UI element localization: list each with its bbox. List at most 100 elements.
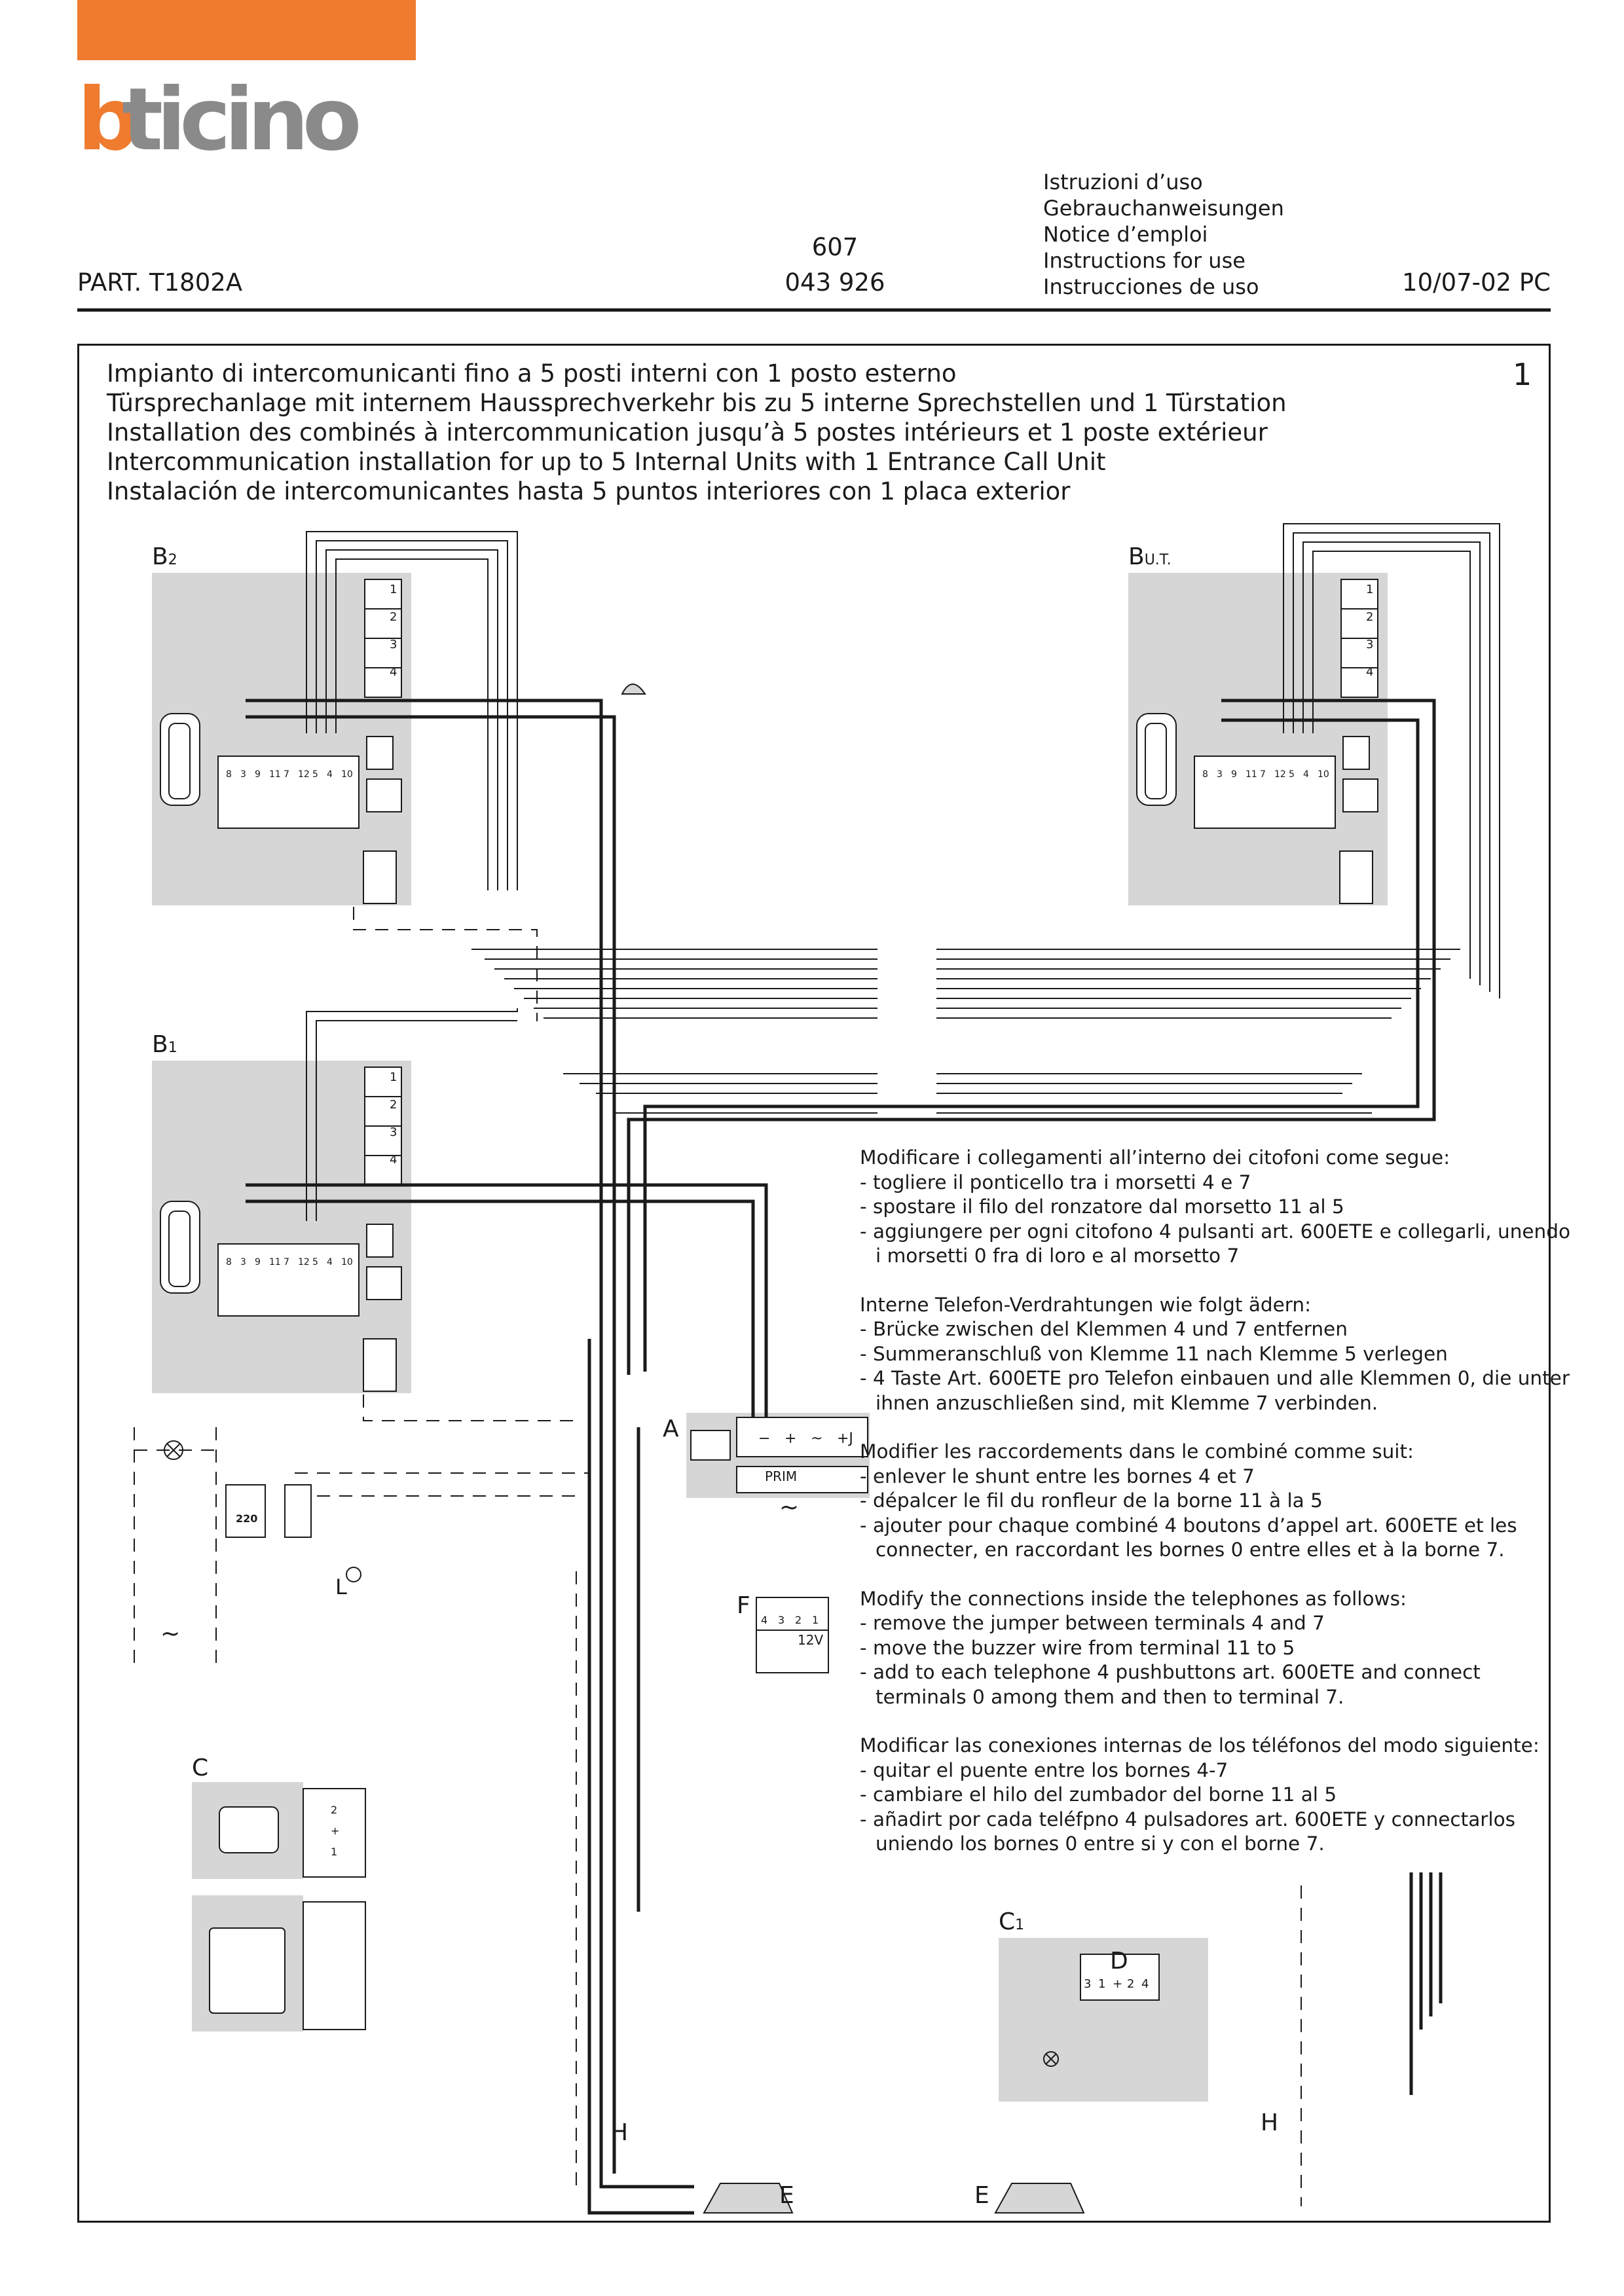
d-terminal: + <box>1113 1977 1123 1991</box>
button-terminal: 4 <box>390 665 397 679</box>
riser-wires <box>246 699 1443 2215</box>
power-terminal: + <box>784 1430 797 1447</box>
handset-terminal: 8 <box>226 769 232 780</box>
modification-notes: Modificare i collegamenti all’interno de… <box>860 1146 1570 1857</box>
handset-terminal: 10 <box>341 769 353 780</box>
handset-terminal: 12 <box>298 769 310 780</box>
handset-terminal: 9 <box>1231 769 1237 780</box>
l-label: L <box>335 1575 347 1599</box>
two-twenty-label: 220 <box>236 1512 258 1525</box>
h-label-2: H <box>1261 2109 1279 2136</box>
d-terminal: 4 <box>1141 1977 1149 1991</box>
handset-terminal: 10 <box>1318 769 1329 780</box>
button-terminal: 3 <box>1366 638 1374 651</box>
d-terminal: 1 <box>1098 1977 1106 1991</box>
handset-terminal: 11 <box>269 769 281 780</box>
e-label-2: E <box>974 2182 989 2209</box>
bticino-logo: b ticino <box>77 84 365 156</box>
language-de: Gebrauchanweisungen <box>1043 196 1284 221</box>
lamp-symbols <box>164 1440 1059 2067</box>
b1-label: B1 <box>152 1031 177 1058</box>
handset-terminal: 12 <box>298 1257 310 1267</box>
power-terminal: − <box>758 1430 771 1447</box>
handset-terminal: 5 <box>1289 769 1295 780</box>
button-terminal: 4 <box>390 1153 397 1167</box>
button-terminal: 1 <box>390 1070 397 1084</box>
handset-terminal: 7 <box>284 769 289 780</box>
l-relay-unit <box>225 1484 312 1538</box>
note-it: Modificare i collegamenti all’interno de… <box>860 1146 1571 1267</box>
but-label: BU.T. <box>1128 543 1172 570</box>
handset-terminal: 3 <box>1217 769 1223 780</box>
e-label-1: E <box>779 2182 794 2209</box>
button-terminal: 2 <box>1366 610 1374 624</box>
brand-color-bar <box>77 0 416 60</box>
button-terminal: 1 <box>1366 583 1374 596</box>
b1-internals <box>160 1066 402 1392</box>
svg-text:ticino: ticino <box>122 84 359 156</box>
title-fr: Installation des combinés à intercommuni… <box>107 418 1268 446</box>
f-terminal: 1 <box>812 1614 819 1626</box>
handset-terminal: 11 <box>269 1257 281 1267</box>
f-terminal: 2 <box>795 1614 802 1626</box>
figure-frame <box>77 344 1551 2223</box>
button-terminal: 3 <box>390 1125 397 1139</box>
power-terminal: +J <box>837 1430 853 1447</box>
d-terminal: 3 <box>1084 1977 1092 1991</box>
document-date: 10/07-02 PC <box>1402 268 1551 297</box>
a-label: A <box>663 1415 679 1442</box>
handset-terminal: 12 <box>1274 769 1286 780</box>
h-label-1: H <box>610 2119 629 2146</box>
note-de: Interne Telefon-Verdrahtungen wie folgt … <box>860 1293 1570 1414</box>
button-terminal: 4 <box>1366 665 1374 679</box>
note-en: Modify the connections inside the teleph… <box>860 1587 1481 1708</box>
button-terminal: 2 <box>390 1098 397 1112</box>
ac-symbol-left: ~ <box>160 1620 181 1647</box>
handset-terminal: 3 <box>240 769 246 780</box>
button-terminal: 1 <box>390 583 397 596</box>
handset-terminal: 4 <box>1303 769 1309 780</box>
b1-loop-wires <box>306 1008 518 1221</box>
handset-terminal: 7 <box>284 1257 289 1267</box>
power-terminal: ~ <box>811 1430 823 1447</box>
handset-terminal: 5 <box>312 1257 318 1267</box>
language-fr: Notice d’emploi <box>1043 222 1208 247</box>
note-fr: Modifier les raccordements dans le combi… <box>860 1440 1517 1561</box>
language-it: Istruzioni d’uso <box>1043 170 1203 194</box>
twelve-v-label: 12V <box>798 1632 824 1648</box>
b2-label: B2 <box>152 543 177 570</box>
handset-terminal: 8 <box>226 1257 232 1267</box>
f-unit <box>756 1597 829 1673</box>
note-es: Modificar las conexiones internas de los… <box>860 1734 1540 1855</box>
entrance-units <box>621 683 1085 2214</box>
b2-internals <box>160 579 402 904</box>
svg-text:b: b <box>77 84 136 156</box>
title-de: Türsprechanlage mit internem Haussprechv… <box>107 389 1287 417</box>
language-en: Instructions for use <box>1043 248 1246 273</box>
title-it: Impianto di intercomunicanti fino a 5 po… <box>107 359 957 388</box>
handset-terminal: 3 <box>240 1257 246 1267</box>
f-terminal: 4 <box>761 1614 768 1626</box>
c1-label: C1 <box>999 1908 1025 1935</box>
c-terminal: 2 <box>331 1804 338 1816</box>
c-units <box>209 1788 1160 2030</box>
c-terminal: + <box>331 1825 340 1837</box>
product-code: 043 926 <box>784 268 885 297</box>
mains-dashed <box>134 907 1302 2206</box>
figure-titles: Impianto di intercomunicanti fino a 5 po… <box>107 359 1287 506</box>
handset-terminal: 4 <box>327 769 333 780</box>
f-terminal: 3 <box>778 1614 785 1626</box>
but-loop-wires <box>1283 523 1500 998</box>
but-internals <box>1136 579 1378 904</box>
bus-wires <box>471 949 1460 1114</box>
c-terminal: 1 <box>331 1846 338 1858</box>
handset-terminal: 8 <box>1202 769 1208 780</box>
handset-terminal: 4 <box>327 1257 333 1267</box>
wiring-diagram <box>134 523 1500 2215</box>
prim-label: PRIM <box>765 1468 798 1484</box>
c-label: C <box>192 1755 209 1781</box>
a-unit <box>690 1417 868 1493</box>
handset-terminal: 11 <box>1246 769 1257 780</box>
header-rule <box>77 308 1551 312</box>
f-label: F <box>737 1592 750 1619</box>
